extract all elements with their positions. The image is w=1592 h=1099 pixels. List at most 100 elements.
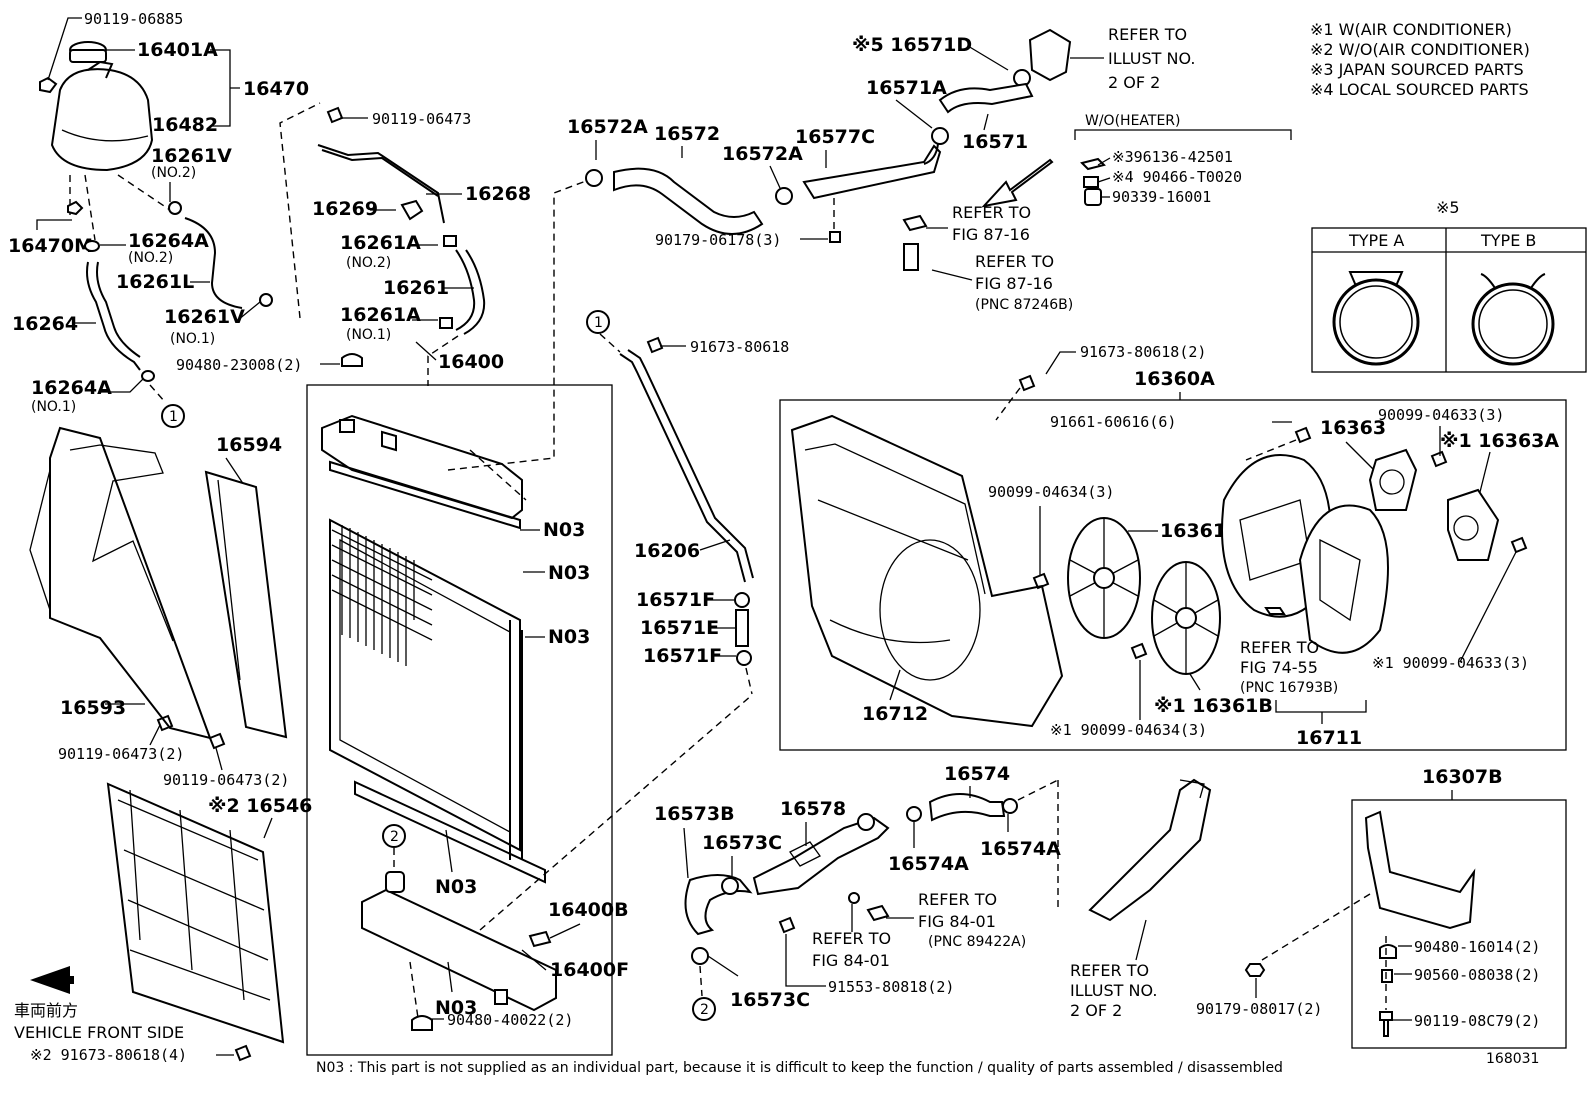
refer-label: FIG 87-16 xyxy=(952,225,1030,244)
part-number-label: 16361 xyxy=(1160,520,1226,542)
radiator-frame xyxy=(306,384,613,1056)
part-number-label: 16470 xyxy=(243,78,309,100)
part-number-label: 16206 xyxy=(634,540,700,562)
fan-assembly-group: 91673-80618(2) 16360A 16712 90099-04634(… xyxy=(779,343,1567,751)
ref-circle-label: 1 xyxy=(594,315,603,331)
reservoir-tank-icon xyxy=(50,68,154,172)
bypass-pipe-icon xyxy=(619,353,746,583)
part-sub-label: (NO.1) xyxy=(346,327,391,343)
seal-16594-icon xyxy=(204,470,288,739)
refer-label: REFER TO xyxy=(1108,25,1187,44)
gasket-icon xyxy=(329,460,521,530)
part-number-label: 16578 xyxy=(780,798,846,820)
part-number-label: 90480-40022(2) xyxy=(447,1011,573,1029)
ref-circle-1 xyxy=(586,310,610,334)
legend-item: ※1 W(AIR CONDITIONER) xyxy=(1310,20,1512,39)
gasket-icon xyxy=(354,780,546,884)
part-number-label: 16307B xyxy=(1422,766,1503,788)
type-a-label: TYPE A xyxy=(1348,231,1404,250)
ref-circle-label: 1 xyxy=(169,409,178,425)
part-number-label: 16269 xyxy=(312,198,378,220)
part-number-label: ※2 91673-80618(4) xyxy=(30,1046,187,1064)
part-number-label: 90179-06178(3) xyxy=(655,231,781,249)
part-number-label: 16711 xyxy=(1296,727,1362,749)
part-number-label: 16261 xyxy=(383,277,449,299)
part-number-label: 16401A xyxy=(137,39,218,61)
refer-label: 2 OF 2 xyxy=(1108,73,1160,92)
refer-label: ILLUST NO. xyxy=(1070,981,1157,1000)
legend-item: ※4 LOCAL SOURCED PARTS xyxy=(1310,80,1529,99)
fan-motor-16363-icon xyxy=(1368,448,1418,511)
part-number-label: 16571E xyxy=(640,617,719,639)
part-number-label: N03 xyxy=(548,562,590,584)
clamp-type-a-icon xyxy=(1332,278,1420,366)
bracket-16307B-icon xyxy=(1364,810,1476,930)
legend: ※1 W(AIR CONDITIONER) ※2 W/O(AIR CONDITI… xyxy=(1310,20,1530,99)
reservoir-group: 90119-06885 16401A 16470 16482 16261V (N… xyxy=(8,10,309,428)
grille-16546-icon xyxy=(106,782,285,1044)
heater-box-title: W/O(HEATER) xyxy=(1085,113,1181,129)
part-number-label: 91661-60616(6) xyxy=(1050,413,1176,431)
radiator-group: N03 N03 N03 N03 N03 2 16400B 16400F 9048… xyxy=(306,180,753,1056)
legend-item: ※3 JAPAN SOURCED PARTS xyxy=(1310,60,1524,79)
part-number-label: ※2 16546 xyxy=(208,795,312,817)
part-number-label: 16574A xyxy=(980,838,1061,860)
part-number-label: 90099-04633(3) xyxy=(1378,406,1504,424)
part-number-label: 16571A xyxy=(866,77,947,99)
orientation-en: VEHICLE FRONT SIDE xyxy=(14,1023,184,1042)
hose-16574-icon xyxy=(928,793,1006,822)
part-number-label: 16261V xyxy=(151,145,232,167)
type-box-title: ※5 xyxy=(1436,198,1460,217)
hose-line-group: 90119-06473 16268 16269 16261A (NO.2) 16… xyxy=(176,102,531,386)
part-number-label: ※1 16361B xyxy=(1154,695,1273,717)
part-number-label: 90119-06473 xyxy=(372,110,471,128)
part-number-label: 16577C xyxy=(795,126,875,148)
part-number-label: ※1 16363A xyxy=(1440,430,1559,452)
part-number-label: 16573C xyxy=(702,832,782,854)
part-number-label: 16712 xyxy=(862,703,928,725)
upper-hose-icon xyxy=(613,167,764,235)
ref-circle-1 xyxy=(161,404,185,428)
refer-label: (PNC 87246B) xyxy=(975,297,1073,313)
refer-label: FIG 74-55 xyxy=(1240,658,1318,677)
hose-line-icon xyxy=(317,144,445,224)
part-number-label: 90480-23008(2) xyxy=(176,356,302,374)
part-sub-label: (NO.2) xyxy=(128,250,173,266)
bolt-icon xyxy=(39,76,58,94)
hose-16571-icon xyxy=(938,82,1034,114)
heater-part: ※4 90466-T0020 xyxy=(1112,168,1242,186)
refer-label: FIG 84-01 xyxy=(918,912,996,931)
fan-assembly-frame xyxy=(779,399,1567,751)
part-number-label: 16264A xyxy=(31,377,112,399)
part-number-label: 90119-06885 xyxy=(84,10,183,28)
refer-label: FIG 84-01 xyxy=(812,951,890,970)
legend-item: ※2 W/O(AIR CONDITIONER) xyxy=(1310,40,1530,59)
part-number-label: 16574A xyxy=(888,853,969,875)
ref-circle-2 xyxy=(692,997,716,1021)
part-sub-label: (NO.1) xyxy=(31,399,76,415)
part-number-label: 16571F xyxy=(643,645,722,667)
refer-label: (PNC 89422A) xyxy=(928,934,1026,950)
heater-part: ※396136-42501 xyxy=(1112,148,1233,166)
lower-hose-icon xyxy=(684,874,753,936)
part-number-label: ※5 16571D xyxy=(852,34,972,56)
hose-icon xyxy=(184,217,243,309)
part-number-label: 16571 xyxy=(962,131,1028,153)
bracket-group: 16307B 90480-16014(2) 90560-08038(2) 901… xyxy=(1196,766,1567,1049)
part-number-label: 16400F xyxy=(550,959,629,981)
part-sub-label: (NO.1) xyxy=(170,331,215,347)
part-number-label: N03 xyxy=(548,626,590,648)
part-number-label: 16574 xyxy=(944,763,1010,785)
refer-label: REFER TO xyxy=(1240,638,1319,657)
footnote: N03 : This part is not supplied as an in… xyxy=(316,1060,1283,1076)
fitting-icon xyxy=(1028,28,1072,82)
refer-label: REFER TO xyxy=(918,890,997,909)
radiator-core-icon xyxy=(329,518,521,852)
heater-part: 90339-16001 xyxy=(1112,188,1211,206)
shroud-left-group: 16594 16593 90119-06473(2) 90119-06473(2… xyxy=(14,426,312,1064)
radiator-lower-tank-icon xyxy=(361,888,557,1012)
refer-label: FIG 87-16 xyxy=(975,274,1053,293)
orientation-jp: 車両前方 xyxy=(14,1001,78,1020)
part-number-label: 90119-08C79(2) xyxy=(1414,1012,1540,1030)
